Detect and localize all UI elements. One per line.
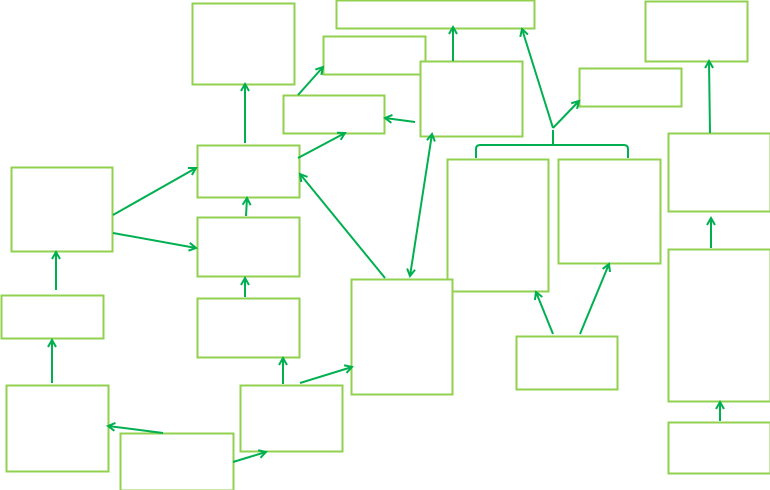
arrow-connector (300, 174, 386, 279)
diagram-box (5, 384, 110, 473)
diagram-box (322, 35, 427, 76)
arrow-connector (112, 232, 196, 248)
group-bracket (475, 130, 629, 158)
arrow-connector (299, 367, 352, 384)
arrow-connector (246, 198, 247, 217)
arrow-connector (709, 61, 710, 134)
arrow-connector (552, 101, 579, 129)
arrow-connector (232, 452, 266, 463)
diagram-box (419, 60, 524, 138)
diagram-box (446, 158, 550, 293)
diagram-box (282, 94, 386, 135)
diagram-box (667, 248, 770, 403)
arrow-connector (536, 292, 554, 335)
arrow-connector (297, 67, 323, 96)
diagram-box (196, 144, 301, 199)
diagram-box (196, 216, 301, 278)
diagram-box (335, 0, 536, 30)
diagram-box (119, 432, 235, 490)
diagram-box (644, 0, 749, 63)
arrow-connector (522, 29, 554, 129)
arrow-connector (108, 426, 164, 434)
diagram-box (10, 166, 114, 253)
diagram-box (515, 335, 619, 391)
diagram-box (350, 278, 454, 396)
diagram-box (239, 384, 344, 453)
arrow-connector (579, 264, 609, 335)
arrows (52, 27, 720, 463)
arrow-connector (112, 168, 196, 216)
arrow-connector (297, 133, 345, 159)
diagram-box (191, 2, 296, 86)
diagram-box (667, 132, 770, 213)
diagram-box (196, 297, 301, 359)
diagram-box (578, 67, 683, 108)
diagram-box (0, 294, 105, 340)
diagram-box (667, 421, 770, 475)
diagram-box (557, 158, 662, 265)
arrow-connector (385, 118, 416, 122)
double-arrow-connector (410, 134, 432, 276)
